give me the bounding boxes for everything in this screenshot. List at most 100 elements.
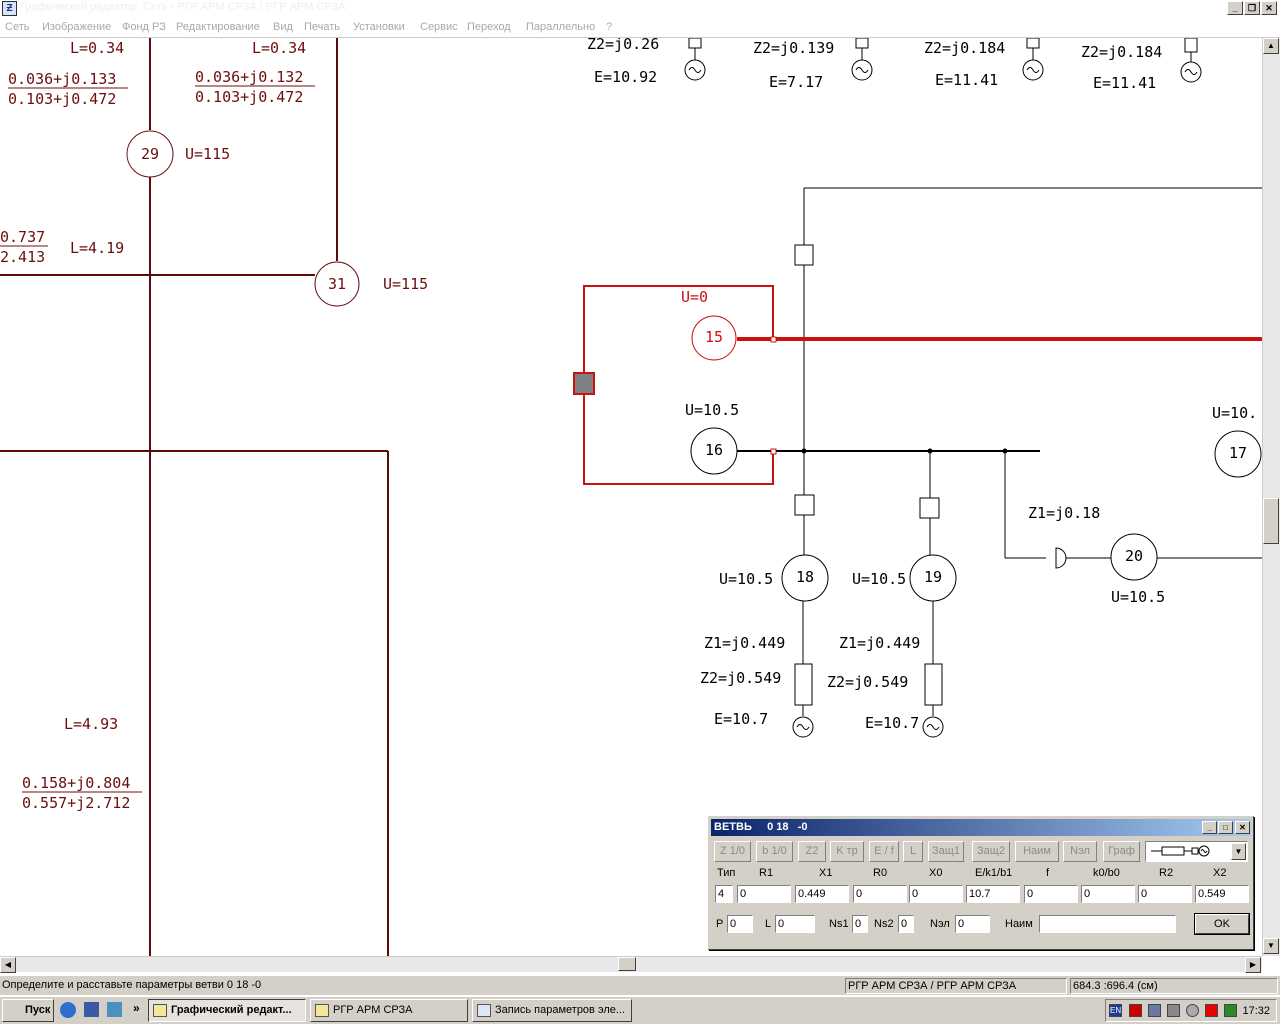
node-19-id: 19 [924,568,942,586]
menu-item-protection-fund[interactable]: Фонд РЗ [122,21,166,33]
dialog-minimize-button[interactable]: _ [1202,821,1217,834]
name-field[interactable] [1039,915,1176,933]
switch-top[interactable] [794,244,814,266]
node-17[interactable]: 17 [1214,430,1262,478]
nel-field[interactable] [955,915,990,933]
branch-dialog: ВЕТВЬ 0 18 -0 _ □ ✕ Z 1/0 b 1/0 Z2 K тр … [708,816,1254,950]
minimize-button[interactable]: _ [1227,1,1243,15]
menu-item-settings[interactable]: Установки [353,21,405,33]
vertical-scrollbar[interactable]: ▲ ▼ [1262,38,1280,956]
menu-item-service[interactable]: Сервис [420,21,458,33]
hdr-x2: X2 [1213,867,1227,879]
switch-18[interactable] [794,494,815,516]
node-18[interactable]: 18 [781,554,829,602]
tool-prot2[interactable]: Защ2 [972,841,1010,862]
g18-e: E=10.7 [714,710,768,728]
l-label: L [765,918,772,930]
ie-icon[interactable] [60,1002,76,1018]
node-31[interactable]: 31 [314,261,360,307]
tool-graph[interactable]: Граф [1103,841,1140,862]
node-19[interactable]: 19 [909,554,957,602]
tool-z2[interactable]: Z2 [798,841,826,862]
chevron-down-icon[interactable]: ▼ [1231,843,1246,860]
tool-ef[interactable]: E / f [869,841,899,862]
name-label: Наим [1005,918,1033,930]
label-left-l1: L=0.34 [70,39,124,57]
impedance-19[interactable] [924,663,943,706]
close-button[interactable]: ✕ [1261,1,1277,15]
menu-item-parallel[interactable]: Параллельно [526,21,596,33]
tool-name[interactable]: Наим [1015,841,1059,862]
network-diagram[interactable]: L=0.34 0.036+j0.133 0.103+j0.472 L=0.34 … [0,38,1262,956]
f-field[interactable] [1024,885,1078,903]
taskbar-btn-folder-label: РГР АРМ СРЗА [333,1004,413,1016]
impedance-18[interactable] [794,663,813,706]
node-16[interactable]: 16 [690,427,738,475]
antivirus-icon[interactable] [1129,1004,1142,1017]
r2-field[interactable] [1138,885,1192,903]
scroll-right-arrow[interactable]: ▶ [1245,957,1261,973]
dialog-restore-button[interactable]: □ [1218,821,1233,834]
x2-field[interactable] [1195,885,1249,903]
horizontal-scroll-thumb[interactable] [618,957,636,971]
scroll-up-arrow[interactable]: ▲ [1263,38,1279,54]
language-indicator[interactable]: EN [1109,1004,1122,1017]
scroll-left-arrow[interactable]: ◀ [0,957,16,973]
ns1-field[interactable] [852,915,868,933]
switch-19[interactable] [919,497,940,519]
element-type-combo[interactable]: ▼ [1145,841,1248,862]
menu-item-view[interactable]: Вид [273,21,293,33]
l-field[interactable] [775,915,815,933]
taskbar-btn-folder[interactable]: РГР АРМ СРЗА [310,999,468,1022]
tool-z10[interactable]: Z 1/0 [714,841,751,862]
selected-branch-element[interactable] [573,372,595,395]
node-20[interactable]: 20 [1110,533,1158,581]
x1-field[interactable] [795,885,849,903]
type-field[interactable] [715,885,733,903]
menu-item-help[interactable]: ? [606,21,613,33]
node-16-voltage: U=10.5 [685,401,739,419]
tool-nel[interactable]: Nэл [1063,841,1097,862]
node-29[interactable]: 29 [126,130,174,178]
tray-icon-6[interactable] [1224,1004,1237,1017]
tool-ktr[interactable]: K тр [830,841,864,862]
tool-b10[interactable]: b 1/0 [756,841,793,862]
tray-icon-3[interactable] [1167,1004,1180,1017]
x0-field[interactable] [909,885,963,903]
diagram-canvas[interactable]: L=0.34 0.036+j0.133 0.103+j0.472 L=0.34 … [0,38,1262,956]
menu-item-goto[interactable]: Переход [467,21,511,33]
tray-icon-4[interactable] [1186,1004,1199,1017]
network-icon[interactable] [1148,1004,1161,1017]
ok-button[interactable]: OK [1195,914,1249,934]
e-k1-b1-field[interactable] [966,885,1020,903]
ns2-field[interactable] [898,915,914,933]
status-project: РГР АРМ СРЗА / РГР АРМ СРЗА [845,978,1067,994]
menu-item-network[interactable]: Сеть [5,21,30,33]
r1-field[interactable] [737,885,791,903]
p-field[interactable] [727,915,753,933]
n20-z1: Z1=j0.18 [1028,504,1100,522]
status-bar: Определите и расставьте параметры ветви … [0,975,1280,995]
k0-b0-field[interactable] [1081,885,1135,903]
menu-item-image[interactable]: Изображение [42,21,112,33]
scroll-down-arrow[interactable]: ▼ [1263,938,1279,954]
start-button[interactable]: Пуск [2,999,54,1022]
taskbar-btn-editor[interactable]: Графический редакт... [148,999,306,1022]
tool-l[interactable]: L [903,841,923,862]
menu-item-edit[interactable]: Редактирование [176,21,260,33]
horizontal-scrollbar[interactable]: ◀ ▶ [0,956,1262,973]
quicklaunch-chevron[interactable]: » [133,1001,140,1015]
media-icon[interactable] [107,1002,122,1017]
tool-prot1[interactable]: Защ1 [928,841,964,862]
status-message: Определите и расставьте параметры ветви … [2,979,262,991]
taskbar-btn-word[interactable]: Запись параметров эле... [472,999,632,1022]
node-17-voltage: U=10. [1212,404,1257,422]
save-icon[interactable] [84,1002,99,1017]
tray-icon-n[interactable] [1205,1004,1218,1017]
menu-item-print[interactable]: Печать [304,21,341,33]
dialog-close-button[interactable]: ✕ [1235,821,1250,834]
restore-button[interactable]: ❐ [1244,1,1260,15]
vertical-scroll-thumb[interactable] [1263,498,1279,544]
node-15[interactable]: 15 [691,315,737,361]
r0-field[interactable] [853,885,907,903]
